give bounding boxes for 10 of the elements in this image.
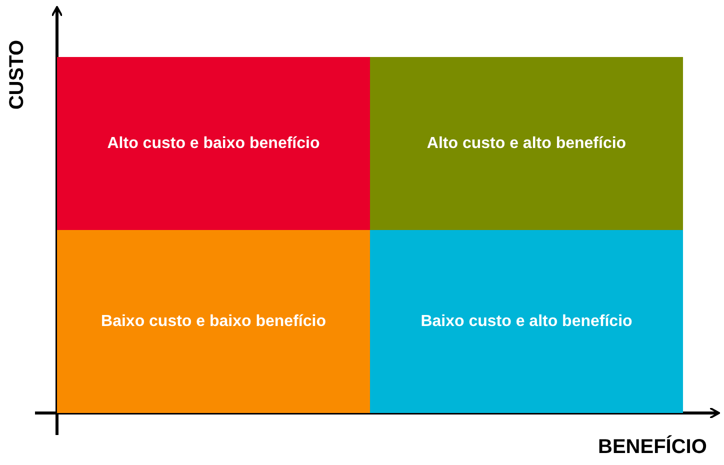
quadrant-label: Alto custo e baixo benefício [107,134,320,152]
axis-title: CUSTO [6,40,29,110]
quadrant-box [57,230,370,413]
quadrant-box [57,57,370,230]
quadrant-box [370,57,683,230]
axis-title: BENEFÍCIO [598,436,707,459]
quadrant-label: Baixo custo e alto benefício [420,312,632,330]
quadrant-label: Alto custo e alto benefício [426,134,626,152]
quadrant-box [370,230,683,413]
quadrant-label: Baixo custo e baixo benefício [101,312,326,330]
